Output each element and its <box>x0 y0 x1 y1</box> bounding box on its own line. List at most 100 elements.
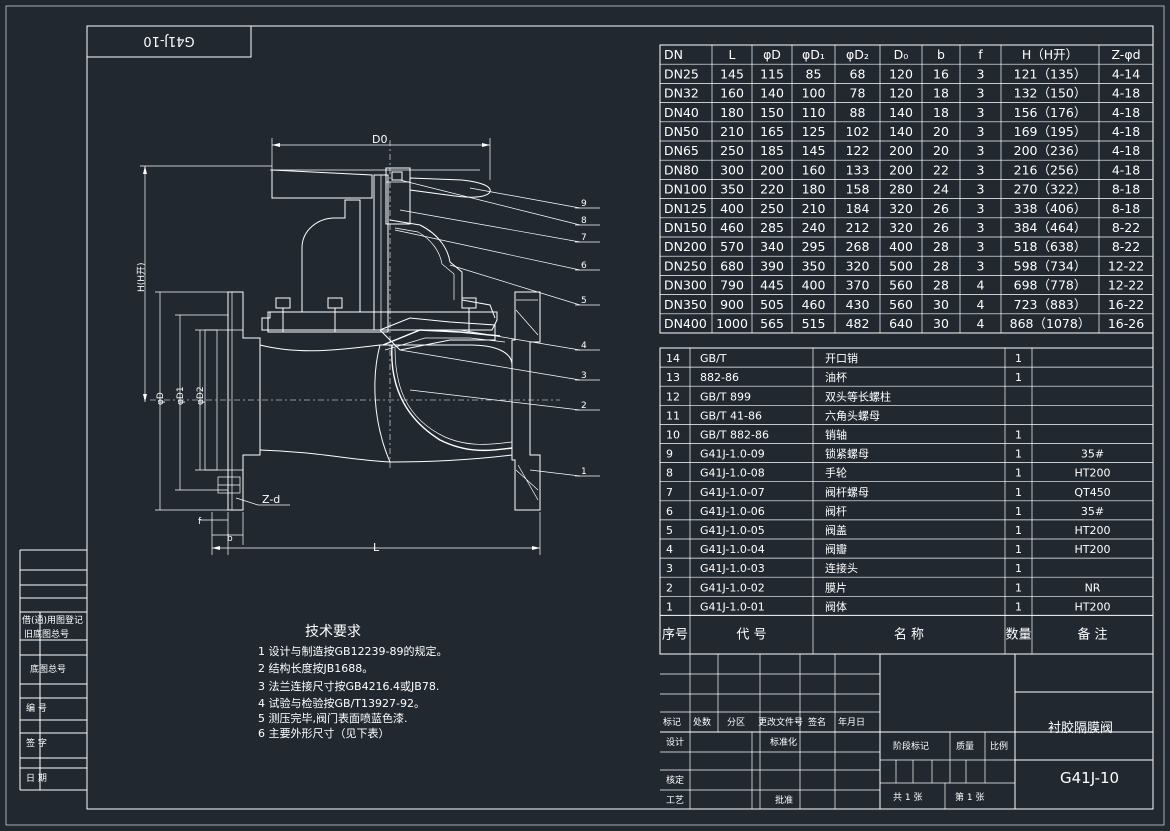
dim-row-1-col2: 140 <box>760 86 784 101</box>
part-code: G41J-1.0-08 <box>700 467 765 480</box>
dim-row-0-col9: 4-14 <box>1112 66 1140 81</box>
dim-row-10-col1: 680 <box>720 258 744 273</box>
dim-row-0-col2: 115 <box>760 66 784 81</box>
strip-label-2: 旧底图总号 <box>24 628 69 640</box>
balloon-3: 3 <box>581 371 587 381</box>
part-no: 12 <box>666 390 680 403</box>
dim-row-8-col7: 3 <box>977 220 985 235</box>
part-code: G41J-1.0-02 <box>700 581 765 594</box>
part-no: 1 <box>666 600 673 613</box>
dim-row-6-col4: 158 <box>846 182 870 197</box>
dim-row-1-col1: 160 <box>720 86 744 101</box>
dim-row-11-col7: 4 <box>977 278 985 293</box>
dim-row-4-col8: 200（236） <box>1014 143 1087 158</box>
dim-row-9-col5: 400 <box>889 239 913 254</box>
dim-header-col8: H（H开） <box>1022 47 1078 62</box>
dim-row-12-col3: 460 <box>802 297 826 312</box>
part-code: GB/T <box>700 352 727 365</box>
part-no: 5 <box>666 524 673 537</box>
dim-row-13-col3: 515 <box>802 316 826 331</box>
dim-row-4-col1: 250 <box>720 143 744 158</box>
dim-header-col5: D₀ <box>894 47 909 62</box>
part-name: 双头等长螺柱 <box>825 389 891 403</box>
tb-mark: 标记 <box>663 716 681 728</box>
part-no: 11 <box>666 409 680 422</box>
dim-row-13-col7: 4 <box>977 316 985 331</box>
balloon-8: 8 <box>581 216 587 226</box>
balloon-1: 1 <box>581 467 587 477</box>
tb-scale: 比例 <box>990 740 1008 752</box>
dim-row-5-col3: 160 <box>802 162 826 177</box>
dim-D1: φD1 <box>176 386 186 405</box>
dim-row-4-col4: 122 <box>846 143 870 158</box>
part-note: HT200 <box>1075 467 1111 480</box>
part-code: 882-86 <box>700 371 739 384</box>
dim-row-8-col6: 26 <box>933 220 949 235</box>
sheet-border <box>5 5 1165 826</box>
dim-row-12-col8: 723（883） <box>1014 297 1087 312</box>
dim-row-3-col7: 3 <box>977 124 985 139</box>
dim-row-2-col0: DN40 <box>664 105 699 120</box>
part-name: 阀杆 <box>825 504 847 518</box>
strip-label-6: 日 期 <box>26 773 47 784</box>
dim-row-12-col2: 505 <box>760 297 784 312</box>
dim-row-13-col5: 640 <box>889 316 913 331</box>
part-note: HT200 <box>1075 524 1111 537</box>
part-code: G41J-1.0-09 <box>700 448 765 461</box>
dim-row-13-col0: DN400 <box>664 316 707 331</box>
dim-row-5-col5: 200 <box>889 162 913 177</box>
part-code: G41J-1.0-03 <box>700 562 765 575</box>
dim-header-col2: φD <box>763 47 781 62</box>
tech-item-3: 3 法兰连接尺寸按GB4216.4或JB78. <box>258 679 439 693</box>
part-note: QT450 <box>1074 486 1110 499</box>
dim-row-3-col1: 210 <box>720 124 744 139</box>
tb-sheet-no: 第 1 张 <box>955 791 984 803</box>
tb-count: 处数 <box>693 716 711 728</box>
dim-row-13-col1: 1000 <box>716 316 748 331</box>
dim-row-8-col1: 460 <box>720 220 744 235</box>
part-qty: 1 <box>1015 505 1022 518</box>
tb-zone: 分区 <box>727 717 745 728</box>
dim-row-13-col4: 482 <box>846 316 870 331</box>
dim-row-13-col8: 868（1078） <box>1010 316 1091 331</box>
part-code: GB/T 882-86 <box>700 429 769 442</box>
dim-row-10-col6: 28 <box>933 258 949 273</box>
dim-row-12-col5: 560 <box>889 297 913 312</box>
part-name: 油杯 <box>825 370 847 384</box>
dim-header-col1: L <box>729 47 736 62</box>
part-code: G41J-1.0-01 <box>700 600 765 613</box>
drawing-title: 衬胶隔膜阀 <box>1048 720 1113 736</box>
dim-row-9-col0: DN200 <box>664 239 707 254</box>
dim-row-8-col9: 8-22 <box>1112 220 1140 235</box>
part-no: 3 <box>666 562 673 575</box>
dim-row-7-col1: 400 <box>720 201 744 216</box>
dim-row-9-col8: 518（638） <box>1014 239 1087 254</box>
dim-row-7-col0: DN125 <box>664 201 707 216</box>
part-note: 35# <box>1081 448 1104 461</box>
dim-row-3-col8: 169（195） <box>1014 124 1087 139</box>
part-no: 13 <box>666 371 680 384</box>
dim-D: φD <box>156 392 166 405</box>
dim-row-11-col8: 698（778） <box>1014 278 1087 293</box>
code-box <box>86 25 252 58</box>
dim-row-10-col3: 350 <box>802 258 826 273</box>
part-code: G41J-1.0-06 <box>700 505 765 518</box>
dim-row-6-col9: 8-18 <box>1112 182 1140 197</box>
drawing-code: G41J-10 <box>1060 769 1119 787</box>
dim-row-0-col6: 16 <box>933 66 949 81</box>
dim-row-10-col9: 12-22 <box>1108 258 1144 273</box>
tech-item-2: 2 结构长度按JB1688。 <box>258 661 373 675</box>
dim-row-7-col8: 338（406） <box>1014 201 1087 216</box>
dim-row-2-col3: 110 <box>802 105 826 120</box>
dim-row-10-col7: 3 <box>977 258 985 273</box>
dim-row-6-col2: 220 <box>760 182 784 197</box>
tb-docno: 更改文件号 <box>758 716 803 728</box>
dim-f: f <box>198 517 202 527</box>
dim-row-7-col7: 3 <box>977 201 985 216</box>
part-name: 销轴 <box>825 428 847 442</box>
dim-row-6-col7: 3 <box>977 182 985 197</box>
part-qty: 1 <box>1015 352 1022 365</box>
dim-row-3-col3: 125 <box>802 124 826 139</box>
